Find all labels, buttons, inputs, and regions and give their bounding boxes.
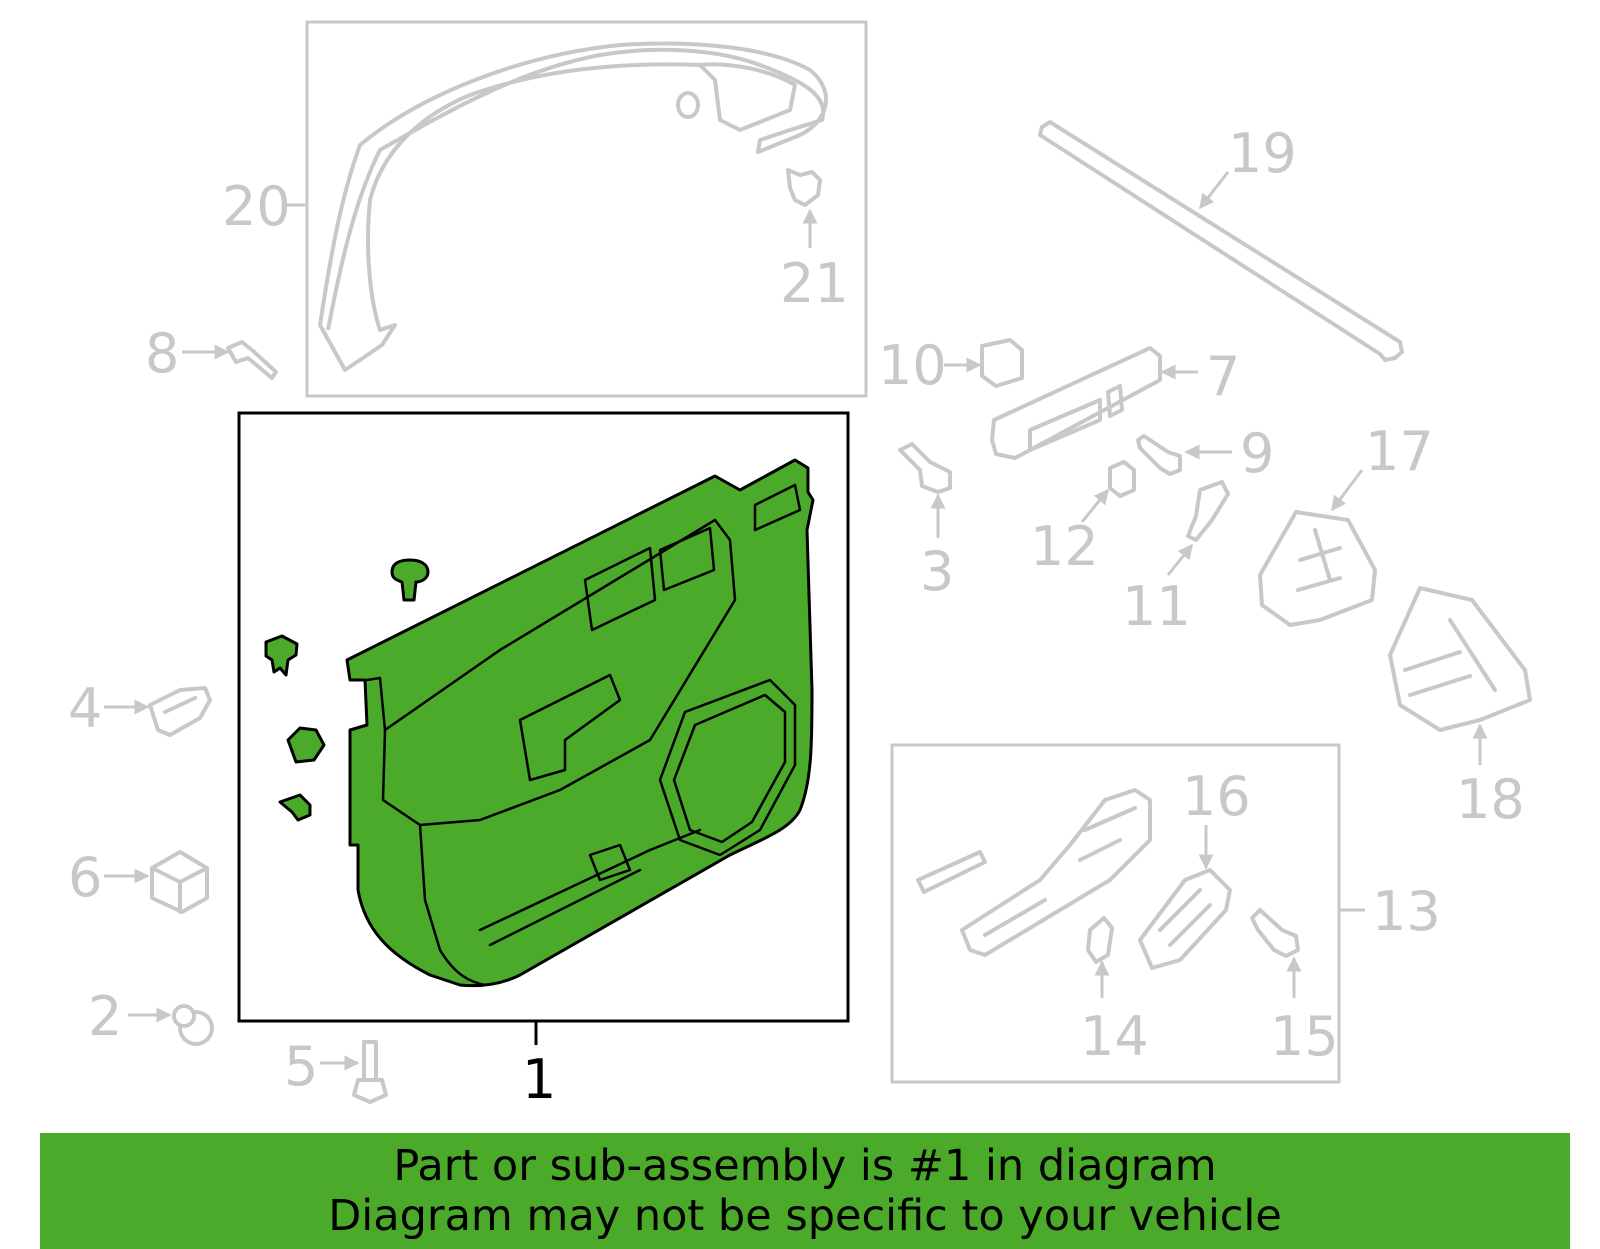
part-6-retainer <box>150 850 209 914</box>
banner-line-2: Diagram may not be specific to your vehi… <box>328 1191 1282 1241</box>
callout-19: 19 <box>1228 122 1297 185</box>
part-11-bracket <box>1186 480 1230 542</box>
callout-4: 4 <box>68 677 102 740</box>
callout-3: 3 <box>920 540 954 603</box>
part-1-nut <box>286 726 326 764</box>
callout-20: 20 <box>222 175 291 238</box>
callout-12: 12 <box>1030 515 1099 578</box>
part-3-bolt <box>898 442 952 494</box>
part-4-bezel <box>148 686 212 737</box>
callout-15: 15 <box>1270 1005 1339 1068</box>
parts-diagram: 20 21 8 4 6 2 5 1 <box>68 20 1532 1111</box>
part-16-switch <box>1138 868 1232 970</box>
callout-14: 14 <box>1080 1005 1149 1068</box>
part-1-clip-c <box>278 793 312 822</box>
part-1-door-trim-panel <box>345 458 815 988</box>
callout-16: 16 <box>1182 765 1251 828</box>
disclaimer-banner: Part or sub-assembly is #1 in diagram Di… <box>40 1133 1570 1249</box>
callout-8: 8 <box>145 322 179 385</box>
callout-11: 11 <box>1122 575 1191 638</box>
part-8-screw <box>226 340 278 380</box>
part-10-clip <box>980 338 1024 388</box>
callout-18: 18 <box>1456 768 1525 831</box>
part-7-switch-bezel <box>990 346 1162 460</box>
part-15-bolt <box>1250 908 1300 958</box>
banner-line-1: Part or sub-assembly is #1 in diagram <box>393 1141 1217 1191</box>
callout-1: 1 <box>522 1048 556 1111</box>
callout-5: 5 <box>284 1035 318 1098</box>
part-5-bolt <box>352 1040 388 1104</box>
callout-13: 13 <box>1372 880 1441 943</box>
part-18-switch <box>1388 586 1532 732</box>
part-20-trim-molding <box>318 41 828 372</box>
part-14-clip <box>1086 916 1114 964</box>
part-13-trim-piece <box>916 850 987 894</box>
callout-9: 9 <box>1240 422 1274 485</box>
part-1-clip-b <box>264 634 299 677</box>
part-1-clip-a <box>390 558 430 602</box>
part-17-switch <box>1258 510 1377 627</box>
box-20-21 <box>305 20 868 398</box>
callout-17: 17 <box>1365 420 1434 483</box>
callout-10: 10 <box>878 334 947 397</box>
callout-21: 21 <box>780 252 849 315</box>
part-19-weatherstrip <box>1038 120 1404 362</box>
callout-6: 6 <box>68 846 102 909</box>
part-2-push-pin <box>172 1004 214 1046</box>
part-12-clip <box>1108 460 1136 498</box>
part-21-clip <box>786 168 822 207</box>
callout-7: 7 <box>1206 345 1240 408</box>
box-part-1 <box>237 411 850 1023</box>
box-13-16 <box>890 743 1341 1084</box>
part-13-armrest-bezel <box>960 788 1152 957</box>
callout-2: 2 <box>88 985 122 1048</box>
part-9-screw <box>1136 434 1182 476</box>
